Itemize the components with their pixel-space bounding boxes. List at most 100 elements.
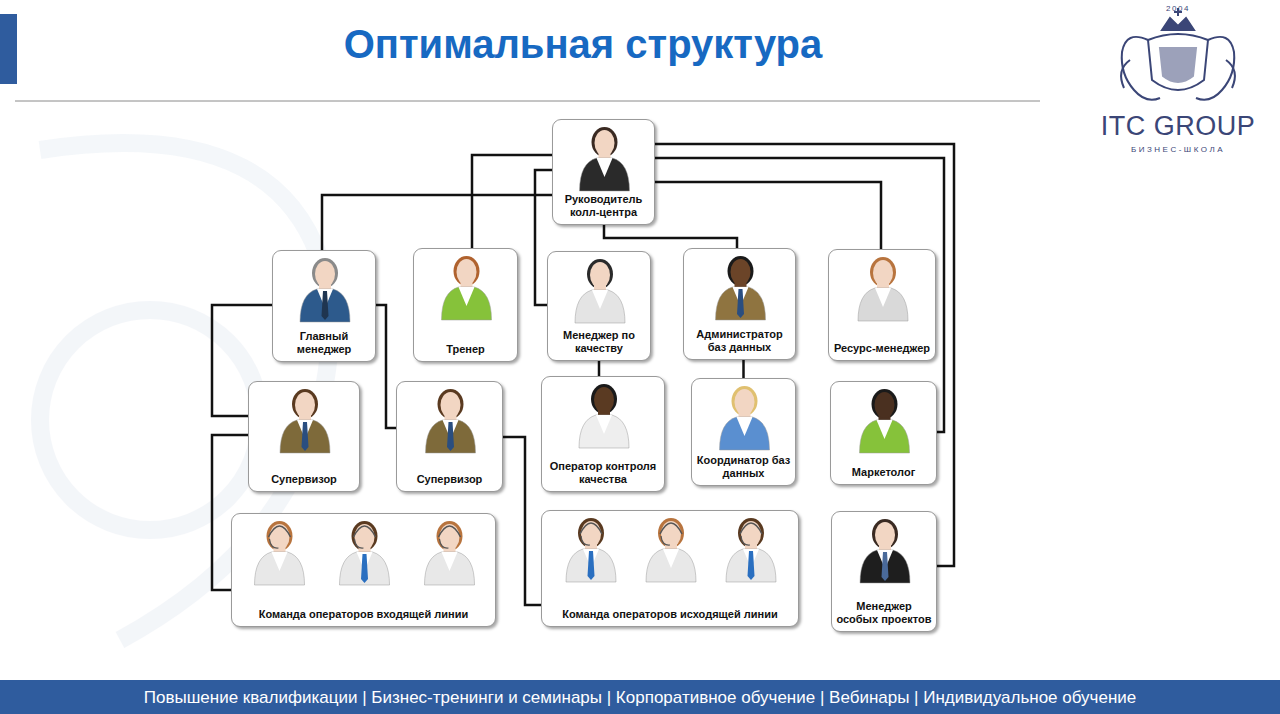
role-box: Администратор баз данных <box>683 248 796 360</box>
face <box>875 522 895 548</box>
role-label: Маркетолог <box>834 466 933 479</box>
hair <box>592 127 618 157</box>
torso <box>726 549 776 582</box>
title-rule <box>15 101 1040 102</box>
person-illustration <box>829 250 937 322</box>
role-box: Супервизор <box>248 381 360 492</box>
org-connector <box>322 195 552 250</box>
role-label: Координатор баз данных <box>695 454 792 480</box>
shirt <box>592 290 608 309</box>
headset <box>354 526 376 537</box>
face <box>590 262 610 288</box>
face <box>315 261 335 287</box>
person-icon <box>425 521 475 585</box>
torso <box>575 290 625 323</box>
hair <box>437 521 463 551</box>
person-illustration <box>249 382 361 454</box>
face <box>741 521 761 547</box>
person-icon <box>426 389 476 453</box>
role-label: Руководитель колл-центра <box>556 193 651 219</box>
person-illustration <box>684 249 797 321</box>
tie <box>322 291 329 320</box>
face <box>295 392 315 418</box>
shirt <box>442 552 458 571</box>
person-icon <box>860 389 910 453</box>
shirt <box>596 415 612 434</box>
role-box: Маркетолог <box>830 381 937 485</box>
headset-mic <box>270 539 279 548</box>
person-illustration <box>232 514 497 586</box>
person-icon <box>442 256 492 320</box>
torso <box>646 549 696 582</box>
torso <box>860 550 910 583</box>
role-label: Команда операторов входящей линии <box>235 608 492 621</box>
role-box: Главный менеджер <box>272 250 376 362</box>
person-illustration <box>542 377 666 449</box>
tie <box>361 554 368 583</box>
torso <box>720 417 770 450</box>
role-label: Супервизор <box>252 473 356 486</box>
person-icon <box>579 384 629 448</box>
person-icon <box>580 127 630 191</box>
role-label: Менеджер по качеству <box>551 329 647 355</box>
person-illustration <box>553 120 656 192</box>
shirt <box>663 549 679 568</box>
logo-year: 2004 <box>1160 4 1196 13</box>
person-icon <box>255 521 305 585</box>
hair <box>732 386 758 416</box>
tie <box>588 551 595 580</box>
face <box>440 524 460 550</box>
role-label: Оператор контроля качества <box>545 460 661 486</box>
org-connector <box>503 437 541 605</box>
hair <box>870 257 896 287</box>
person-illustration <box>542 511 800 583</box>
headset <box>439 526 461 537</box>
logo-crest <box>1121 8 1235 100</box>
person-icon <box>340 521 390 585</box>
slide-title: Оптимальная структура <box>200 22 966 67</box>
face <box>355 524 375 550</box>
person-illustration <box>831 382 938 454</box>
person-illustration <box>397 382 504 454</box>
shirt <box>737 417 753 436</box>
hair <box>658 518 684 548</box>
person-icon <box>858 257 908 321</box>
role-box: Команда операторов исходящей линии <box>541 510 799 627</box>
org-connector <box>655 144 954 566</box>
role-box: Менеджер по качеству <box>547 251 651 361</box>
person-illustration <box>832 512 938 584</box>
role-box: Оператор контроля качества <box>541 376 665 492</box>
torso <box>858 288 908 321</box>
person-icon <box>720 386 770 450</box>
torso <box>280 420 330 453</box>
hair <box>578 518 604 548</box>
role-box: Супервизор <box>396 381 503 492</box>
hair <box>872 519 898 549</box>
footer-text: Повышение квалификации | Бизнес-тренинги… <box>0 688 1280 708</box>
shirt <box>877 420 893 439</box>
role-box: Команда операторов входящей линии <box>231 513 496 627</box>
hair <box>292 389 318 419</box>
tie <box>302 422 309 451</box>
role-box: Руководитель колл-центра <box>552 119 655 225</box>
torso <box>716 287 766 320</box>
person-icon <box>860 519 910 583</box>
hair <box>454 256 480 286</box>
role-label: Супервизор <box>400 473 499 486</box>
person-illustration <box>273 251 377 323</box>
role-label: Администратор баз данных <box>687 328 792 354</box>
face <box>594 387 614 413</box>
torso <box>580 158 630 191</box>
org-connector <box>742 360 745 378</box>
role-box: Координатор баз данных <box>691 378 796 486</box>
person-icon <box>575 259 625 323</box>
role-label: Главный менеджер <box>276 330 372 356</box>
hair <box>438 389 464 419</box>
torso <box>566 549 616 582</box>
headset <box>660 523 682 534</box>
headset <box>580 523 602 534</box>
shirt <box>459 287 475 306</box>
person-illustration <box>414 249 519 321</box>
headset-mic <box>661 536 670 545</box>
role-box: Тренер <box>413 248 518 362</box>
